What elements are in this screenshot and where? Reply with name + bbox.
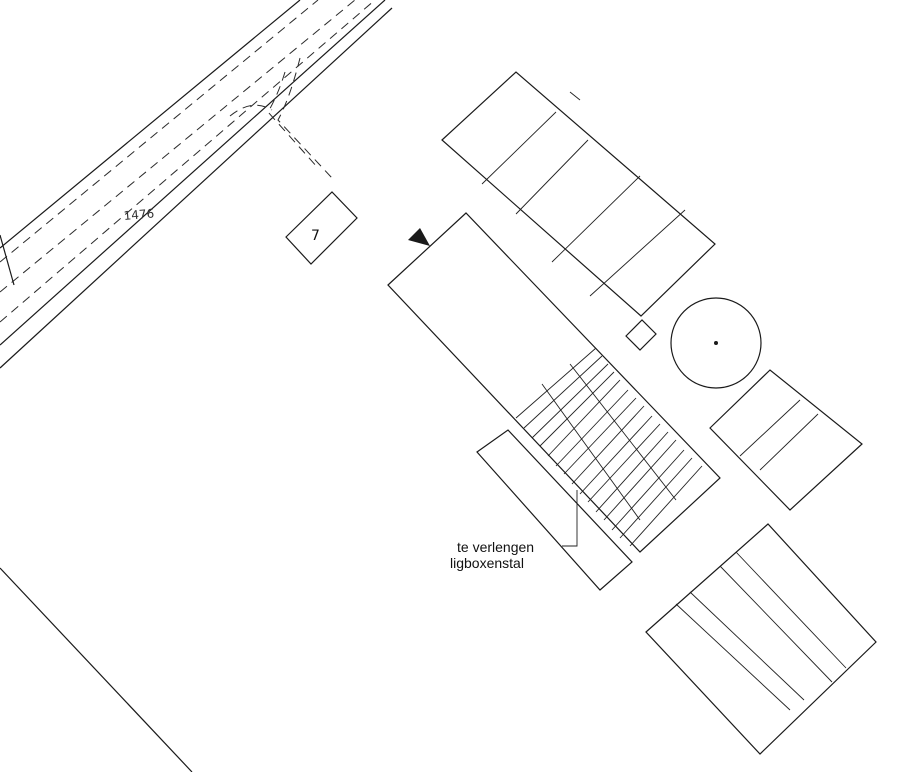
building-lower-right xyxy=(645,523,877,755)
small-shed xyxy=(625,319,657,351)
ligboxenstal-building xyxy=(387,212,721,553)
extension-strip xyxy=(476,429,633,591)
hatched-stalls xyxy=(515,347,703,547)
parcel-number-label: 1476 xyxy=(123,206,155,223)
road xyxy=(0,0,393,369)
annotation-leader xyxy=(562,490,578,547)
annotation-line-1: te verlengen xyxy=(457,539,534,555)
house-number-label: 7 xyxy=(311,228,320,244)
annotation-line-2: ligboxenstal xyxy=(450,555,524,571)
house-block xyxy=(285,191,358,265)
barn-upper xyxy=(441,71,716,317)
building-right-mid xyxy=(709,369,863,511)
field-boundary xyxy=(0,567,193,772)
triangle-marker-icon xyxy=(408,228,430,246)
silo xyxy=(670,297,762,389)
